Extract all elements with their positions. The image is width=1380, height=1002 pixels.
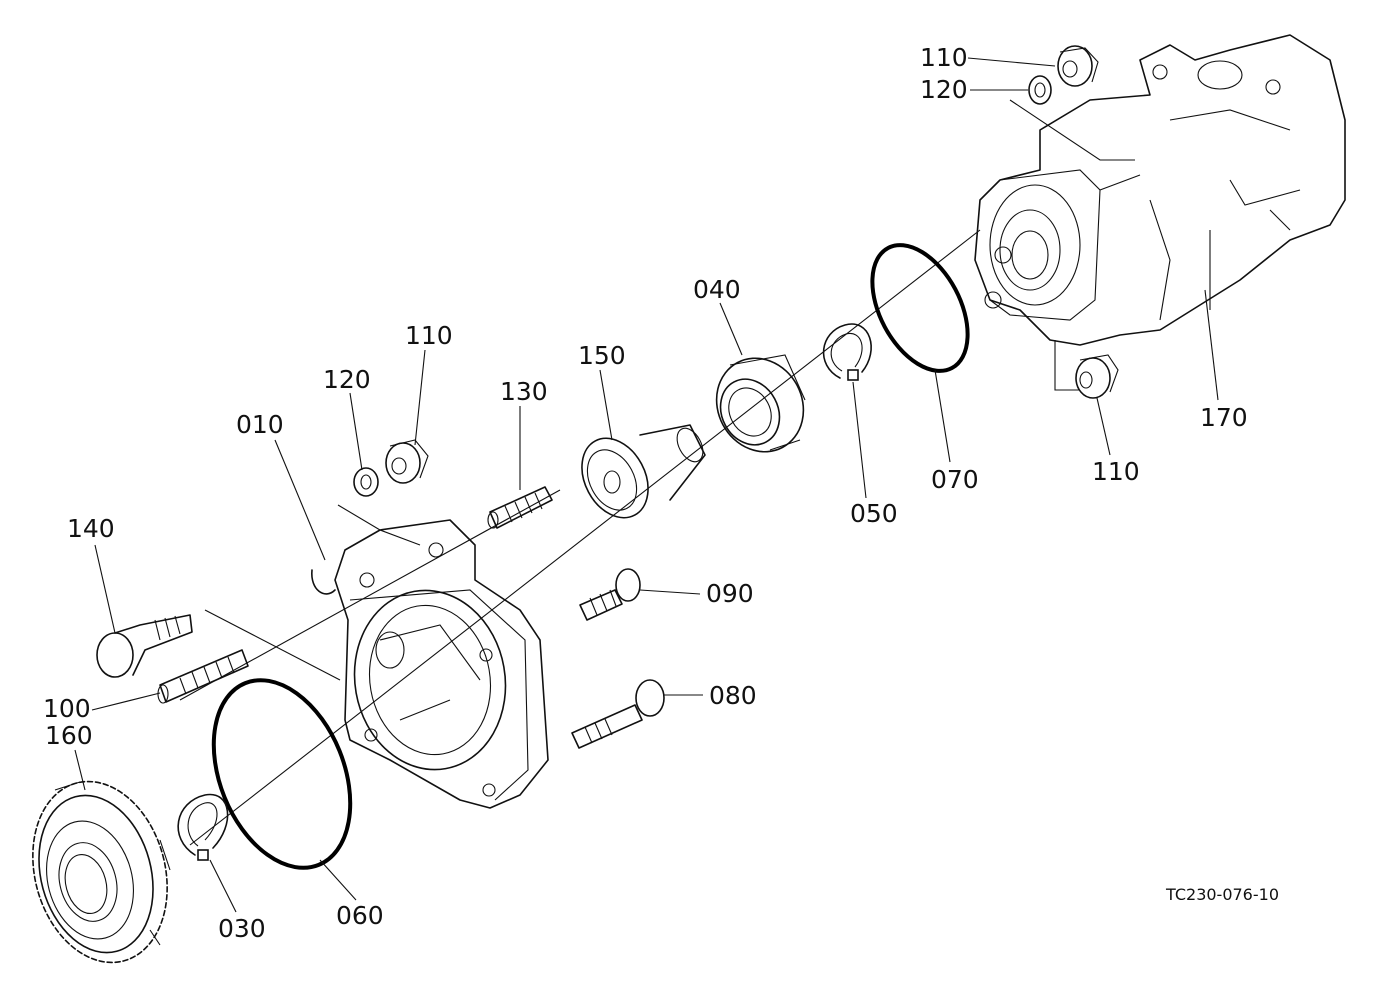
part-040-bearing xyxy=(715,354,806,453)
callout-050: 050 xyxy=(850,499,898,528)
part-100-stud xyxy=(157,649,249,704)
callout-110-bottom: 110 xyxy=(1092,457,1140,486)
callout-030: 030 xyxy=(218,914,266,943)
part-160-gear xyxy=(32,780,171,964)
part-170-pump-body xyxy=(974,34,1346,391)
callout-labels: 110 120 110 120 010 130 150 040 140 100 … xyxy=(43,43,1248,943)
callout-080: 080 xyxy=(709,681,757,710)
callout-090: 090 xyxy=(706,579,754,608)
part-140-plug xyxy=(96,614,193,678)
part-030-snap-ring xyxy=(177,793,229,861)
callout-100: 100 xyxy=(43,694,91,723)
part-010-housing xyxy=(311,519,549,809)
callout-130: 130 xyxy=(500,377,548,406)
part-070-o-ring xyxy=(870,243,970,373)
callout-120-mid: 120 xyxy=(323,365,371,394)
callout-160: 160 xyxy=(45,721,93,750)
callout-150: 150 xyxy=(578,341,626,370)
part-120-washer-mid xyxy=(353,467,379,497)
leader-mid-washer-axis xyxy=(337,504,421,546)
callout-110-mid: 110 xyxy=(405,321,453,350)
part-050-snap-ring xyxy=(822,323,872,381)
assembly-axis-lines xyxy=(179,229,981,846)
part-090-bolt xyxy=(579,568,641,621)
diagram-code: TC230-076-10 xyxy=(1165,885,1279,904)
part-110-nut-mid xyxy=(385,439,429,484)
part-130-stud xyxy=(487,486,553,529)
callout-leader-lines xyxy=(74,57,1219,913)
leader-top-washer-axis xyxy=(1009,99,1135,161)
callout-060: 060 xyxy=(336,901,384,930)
part-150-pinion-shaft xyxy=(581,424,706,519)
part-110-nut-bottom xyxy=(1075,354,1119,399)
callout-110-top: 110 xyxy=(920,43,968,72)
part-060-o-ring xyxy=(211,678,353,870)
callout-010: 010 xyxy=(236,410,284,439)
callout-170: 170 xyxy=(1200,403,1248,432)
callout-140: 140 xyxy=(67,514,115,543)
part-120-washer-top xyxy=(1028,75,1052,105)
part-110-nut-top xyxy=(1057,45,1099,87)
callout-040: 040 xyxy=(693,275,741,304)
part-080-bolt xyxy=(571,679,665,749)
callout-070: 070 xyxy=(931,465,979,494)
callout-120-top: 120 xyxy=(920,75,968,104)
